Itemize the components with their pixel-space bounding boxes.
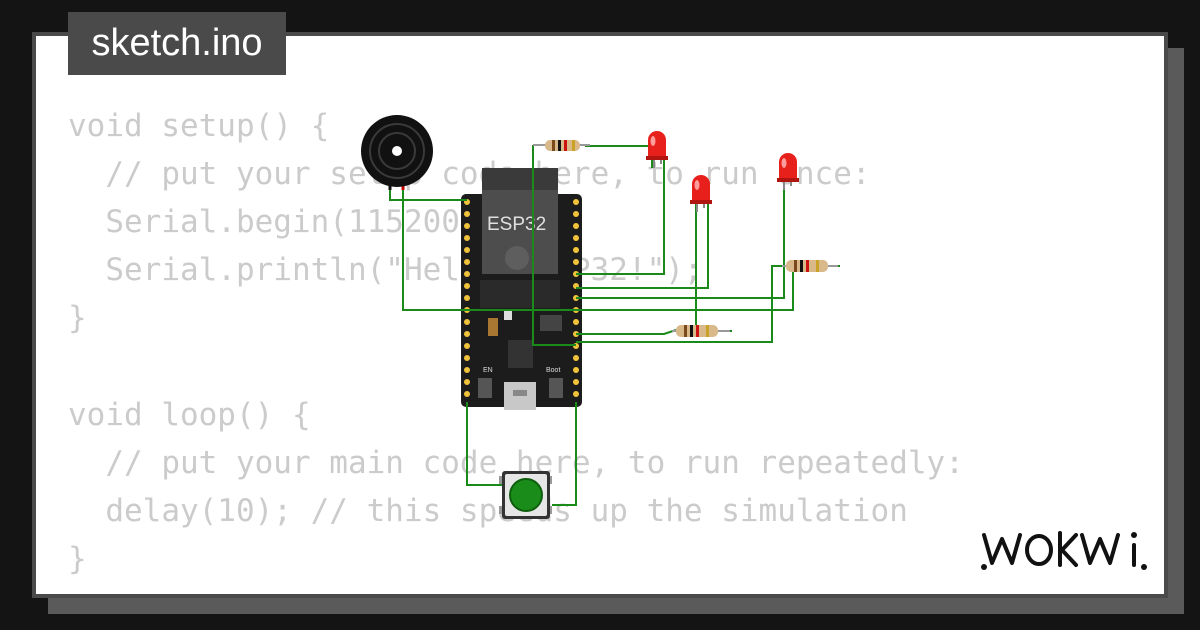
- code-line: void loop() {: [68, 396, 311, 433]
- file-tab[interactable]: sketch.ino: [68, 12, 286, 75]
- code-line: delay(10); // this speeds up the simulat…: [68, 492, 908, 529]
- board-label: ESP32: [487, 214, 546, 235]
- resistor-icon[interactable]: [672, 325, 730, 337]
- wires: [389, 145, 840, 506]
- led-icon[interactable]: [777, 153, 799, 190]
- preview-card: [32, 32, 1168, 598]
- resistor-icon[interactable]: [782, 260, 838, 272]
- code-line: }: [68, 300, 87, 337]
- esp32-board[interactable]: ESP32 Boot EN: [461, 168, 582, 410]
- led-icon[interactable]: [690, 175, 712, 212]
- en-button[interactable]: [478, 378, 492, 398]
- led-icon[interactable]: [646, 131, 668, 168]
- code-line: Serial.begin(115200);: [68, 204, 498, 241]
- pushbutton-icon[interactable]: [499, 471, 552, 519]
- boot-button[interactable]: [549, 378, 563, 398]
- wokwi-logo: [981, 531, 1147, 570]
- pin-headers: [464, 199, 579, 397]
- code-line: Serial.println("Hello, ESP32!");: [68, 252, 703, 289]
- code-line: void setup() {: [68, 108, 330, 144]
- code-line: // put your setup code here, to run once…: [68, 156, 871, 193]
- code-line: // put your main code here, to run repea…: [68, 444, 964, 481]
- code-editor[interactable]: void setup() { // put your setup code he…: [68, 102, 964, 583]
- code-line: }: [68, 540, 87, 577]
- resistor-icon[interactable]: [533, 140, 590, 151]
- en-label: EN: [483, 367, 493, 374]
- buzzer-icon[interactable]: [361, 115, 433, 190]
- boot-label: Boot: [546, 367, 560, 374]
